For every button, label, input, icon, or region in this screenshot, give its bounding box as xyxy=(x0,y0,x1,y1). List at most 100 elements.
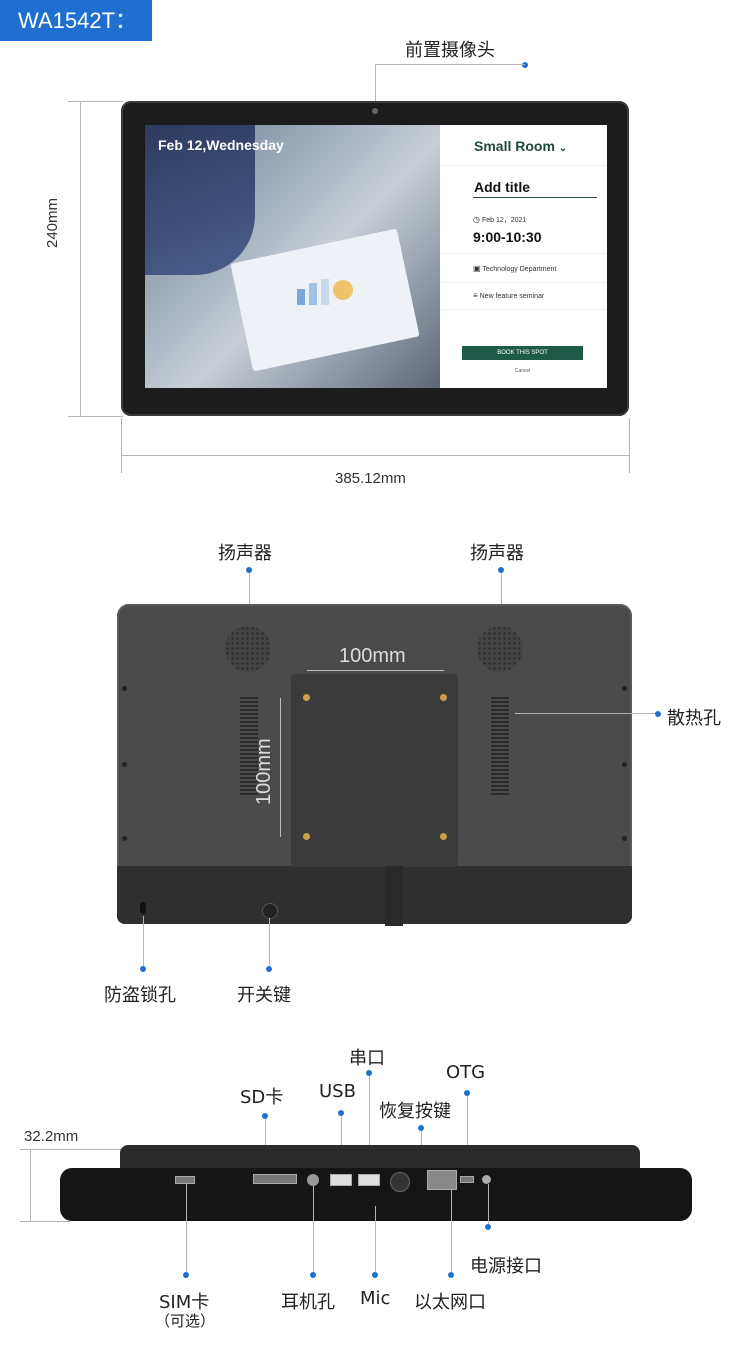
front-camera-lens xyxy=(372,108,378,114)
vent-callout-dot xyxy=(655,711,661,717)
book-button[interactable]: BOOK THIS SPOT xyxy=(462,346,583,360)
sim-dot xyxy=(183,1272,189,1278)
power-port-label: 电源接口 xyxy=(470,1256,542,1277)
mic-dot xyxy=(372,1272,378,1278)
usb-port-2 xyxy=(358,1174,380,1186)
mount-hole xyxy=(622,762,627,767)
earphone-dot xyxy=(310,1272,316,1278)
ethernet-dot xyxy=(448,1272,454,1278)
vesa-screw xyxy=(303,833,310,840)
divider xyxy=(440,309,607,310)
speaker-right-dot xyxy=(498,567,504,573)
mount-hole xyxy=(622,686,627,691)
ethernet-port xyxy=(427,1170,457,1190)
earphone-jack xyxy=(307,1174,319,1186)
speaker-left-label: 扬声器 xyxy=(218,543,272,564)
serial-line xyxy=(369,1076,370,1174)
speaker-right-line xyxy=(501,573,502,628)
vesa-plate xyxy=(291,674,458,867)
thickness-line xyxy=(30,1149,31,1221)
mount-hole xyxy=(122,836,127,841)
vesa-v-dim: 100mm xyxy=(253,738,275,805)
sim-line xyxy=(186,1184,187,1274)
mic-line xyxy=(375,1206,376,1274)
vesa-v-dim-line xyxy=(280,698,281,837)
speaker-left xyxy=(225,626,271,672)
mount-hole xyxy=(122,762,127,767)
earphone-line xyxy=(313,1186,314,1274)
photo-chart xyxy=(297,279,353,305)
sd-dot xyxy=(262,1113,268,1119)
speaker-left-line xyxy=(249,573,250,628)
lock-callout-line xyxy=(143,916,144,969)
lock-label: 防盗锁孔 xyxy=(104,985,176,1006)
height-dim-line xyxy=(80,101,81,416)
mount-hole xyxy=(622,836,627,841)
add-title-input[interactable]: Add title xyxy=(474,179,530,195)
thickness-label: 32.2mm xyxy=(24,1128,79,1145)
sd-slot xyxy=(253,1174,297,1184)
vesa-screw xyxy=(440,694,447,701)
meeting-time: 9:00-10:30 xyxy=(473,229,542,245)
usb-port xyxy=(330,1174,352,1186)
speaker-left-dot xyxy=(246,567,252,573)
width-dim-tick-right xyxy=(629,418,630,473)
ethernet-label: 以太网口 xyxy=(414,1292,486,1313)
stand-bracket xyxy=(385,866,403,926)
mic-label: Mic xyxy=(360,1288,391,1309)
department: Technology Department xyxy=(482,266,557,273)
sim-slot xyxy=(175,1176,195,1184)
height-dim-tick-bottom xyxy=(68,416,123,417)
room-name: Small Room xyxy=(474,138,555,154)
earphone-label: 耳机孔 xyxy=(281,1292,335,1313)
vesa-h-dim-line xyxy=(307,670,444,671)
clock-icon: ◷ xyxy=(473,215,480,224)
vent-left xyxy=(240,697,258,797)
cancel-link[interactable]: Cancel xyxy=(514,368,531,374)
otg-port xyxy=(460,1176,474,1183)
height-dim-tick-top xyxy=(68,101,123,102)
seminar-row: ≡ New feature seminar xyxy=(473,291,544,300)
usb-label: USB xyxy=(319,1081,356,1102)
tablet-screen: Feb 12,Wednesday Small Room ⌄ Add title … xyxy=(145,125,607,388)
photo-suit xyxy=(145,125,255,275)
camera-callout-dot xyxy=(522,62,528,68)
sim-label: SIM卡 xyxy=(159,1292,210,1313)
lock-slot xyxy=(140,902,146,914)
vesa-screw xyxy=(303,694,310,701)
usb-dot xyxy=(338,1110,344,1116)
power-port xyxy=(482,1175,491,1184)
lock-callout-dot xyxy=(140,966,146,972)
thickness-tick-top xyxy=(20,1149,130,1150)
otg-line xyxy=(467,1096,468,1174)
date-row: ◷ Feb 12，2021 xyxy=(473,215,526,225)
power-port-dot xyxy=(485,1224,491,1230)
title-underline xyxy=(473,197,597,198)
width-dim-tick-left xyxy=(121,418,122,473)
reset-button xyxy=(390,1172,410,1192)
power-button xyxy=(262,903,278,919)
tablet-back-lower xyxy=(117,866,632,924)
meeting-date: Feb 12，2021 xyxy=(481,217,527,224)
otg-dot xyxy=(464,1090,470,1096)
chevron-down-icon: ⌄ xyxy=(558,143,568,154)
width-dim-line xyxy=(121,455,629,456)
power-key-callout-line xyxy=(269,918,270,969)
department-row: ▣ Technology Department xyxy=(473,264,556,273)
divider xyxy=(440,253,607,254)
speaker-right xyxy=(477,626,523,672)
hero-date: Feb 12,Wednesday xyxy=(158,137,284,153)
vent-callout-line xyxy=(515,713,658,714)
vent-label: 散热孔 xyxy=(667,708,721,729)
ethernet-line xyxy=(451,1190,452,1274)
sim-optional-label: （可选） xyxy=(155,1312,216,1330)
vent-right xyxy=(491,697,509,797)
camera-callout-line xyxy=(375,64,525,65)
room-selector[interactable]: Small Room ⌄ xyxy=(474,138,567,154)
divider xyxy=(440,165,607,166)
menu-icon: ≡ xyxy=(473,291,478,300)
sd-label: SD卡 xyxy=(240,1087,284,1108)
reset-label: 恢复按键 xyxy=(379,1101,451,1122)
camera-callout-drop xyxy=(375,64,376,109)
booking-panel: Small Room ⌄ Add title ◷ Feb 12，2021 9:0… xyxy=(440,125,607,388)
